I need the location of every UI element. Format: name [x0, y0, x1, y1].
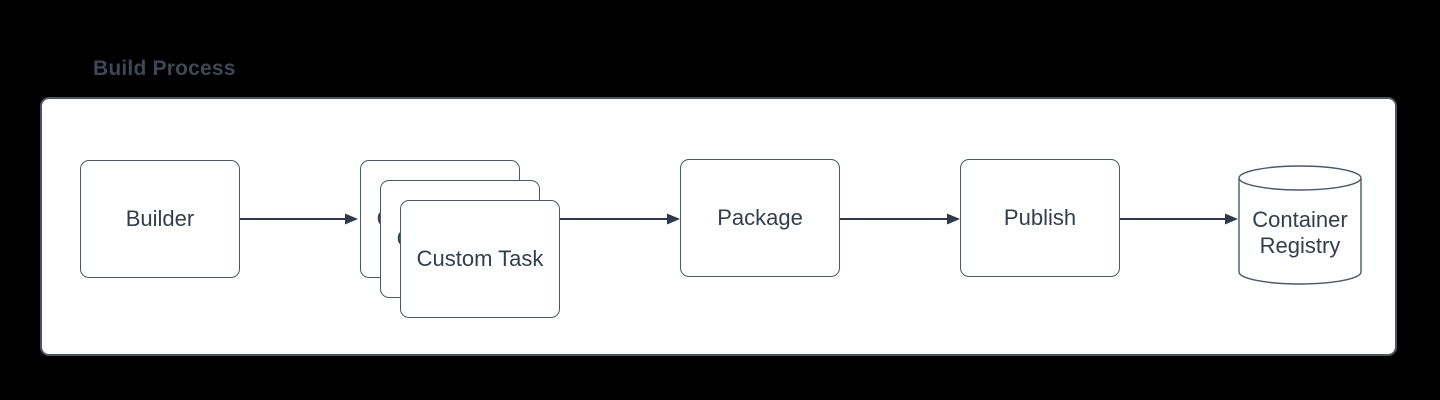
node-custom-task-card-front[interactable]: Custom Task	[400, 200, 560, 318]
arrowhead-icon	[667, 213, 680, 225]
label-line-1: Container	[1252, 207, 1348, 232]
cylinder-shape-icon	[1238, 165, 1362, 285]
edge-package-to-publish[interactable]	[840, 213, 960, 225]
arrowhead-icon	[947, 213, 960, 225]
diagram-title: Build Process	[93, 57, 236, 80]
node-builder[interactable]: Builder	[80, 160, 240, 278]
arrowhead-icon	[345, 213, 358, 225]
edge-builder-to-custom-task[interactable]	[240, 213, 358, 225]
node-custom-task-label: Custom Task	[416, 246, 544, 271]
node-builder-label: Builder	[125, 206, 195, 231]
edge-publish-to-container-registry[interactable]	[1120, 213, 1238, 225]
node-package-label: Package	[717, 205, 803, 230]
node-publish-label: Publish	[1003, 205, 1077, 230]
label-line-2: Registry	[1259, 233, 1341, 258]
node-publish[interactable]: Publish	[960, 159, 1120, 277]
node-container-registry-label: Container Registry	[1252, 191, 1347, 259]
node-container-registry[interactable]: Container Registry	[1238, 165, 1362, 285]
arrowhead-icon	[1225, 213, 1238, 225]
node-package[interactable]: Package	[680, 159, 840, 277]
